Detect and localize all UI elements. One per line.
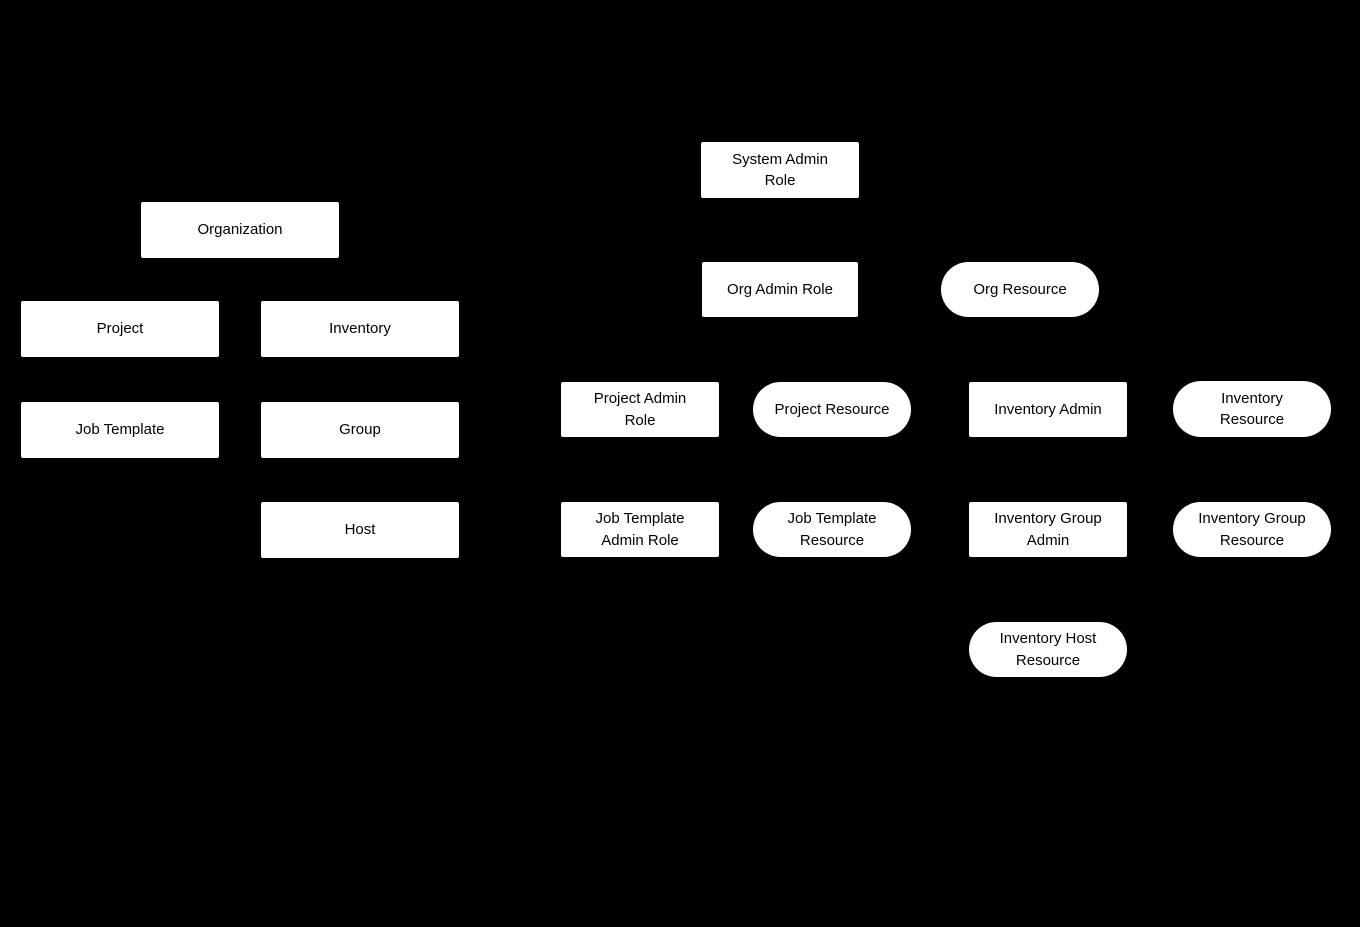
node-inventory-host-resource-label: Inventory Host Resource bbox=[999, 630, 1097, 669]
node-inventory-group-admin: Inventory Group Admin bbox=[969, 502, 1127, 557]
node-organization-label: Organization bbox=[197, 221, 283, 239]
node-job-template-resource-label: Job Template Resource bbox=[787, 510, 877, 549]
node-project-label: Project bbox=[96, 320, 144, 338]
node-job-template-admin-role: Job Template Admin Role bbox=[561, 502, 719, 557]
node-org-resource-label: Org Resource bbox=[973, 280, 1067, 298]
node-project-resource: Project Resource bbox=[753, 382, 911, 437]
node-job-template-admin-role-label: Job Template Admin Role bbox=[595, 510, 685, 549]
node-org-resource: Org Resource bbox=[941, 262, 1099, 317]
node-inventory-group-admin-label: Inventory Group Admin bbox=[994, 510, 1102, 549]
node-inventory-admin-label: Inventory Admin bbox=[994, 400, 1102, 418]
node-inventory-resource-label: Inventory Resource bbox=[1219, 389, 1285, 428]
node-group: Group bbox=[261, 402, 459, 458]
node-org-admin-role-label: Org Admin Role bbox=[727, 280, 833, 298]
node-group-label: Group bbox=[339, 421, 381, 439]
node-inventory-group-resource-label: Inventory Group Resource bbox=[1198, 510, 1306, 549]
node-project-resource-label: Project Resource bbox=[774, 400, 890, 418]
node-inventory-admin: Inventory Admin bbox=[969, 382, 1127, 437]
node-org-admin-role: Org Admin Role bbox=[702, 262, 858, 317]
node-host-label: Host bbox=[344, 521, 376, 539]
node-job-template-resource: Job Template Resource bbox=[753, 502, 911, 557]
node-project-admin-role-label: Project Admin Role bbox=[593, 390, 687, 429]
node-inventory: Inventory bbox=[261, 301, 459, 357]
node-project: Project bbox=[21, 301, 219, 357]
node-inventory-label: Inventory bbox=[329, 320, 391, 338]
node-inventory-group-resource: Inventory Group Resource bbox=[1173, 502, 1331, 557]
node-project-admin-role: Project Admin Role bbox=[561, 382, 719, 437]
node-system-admin-role-label: System Admin Role bbox=[732, 150, 828, 189]
node-system-admin-role: System Admin Role bbox=[701, 142, 859, 198]
node-job-template-label: Job Template bbox=[75, 421, 165, 439]
node-host: Host bbox=[261, 502, 459, 558]
node-organization: Organization bbox=[141, 202, 339, 258]
node-inventory-host-resource: Inventory Host Resource bbox=[969, 622, 1127, 677]
node-inventory-resource: Inventory Resource bbox=[1173, 381, 1331, 437]
node-job-template: Job Template bbox=[21, 402, 219, 458]
